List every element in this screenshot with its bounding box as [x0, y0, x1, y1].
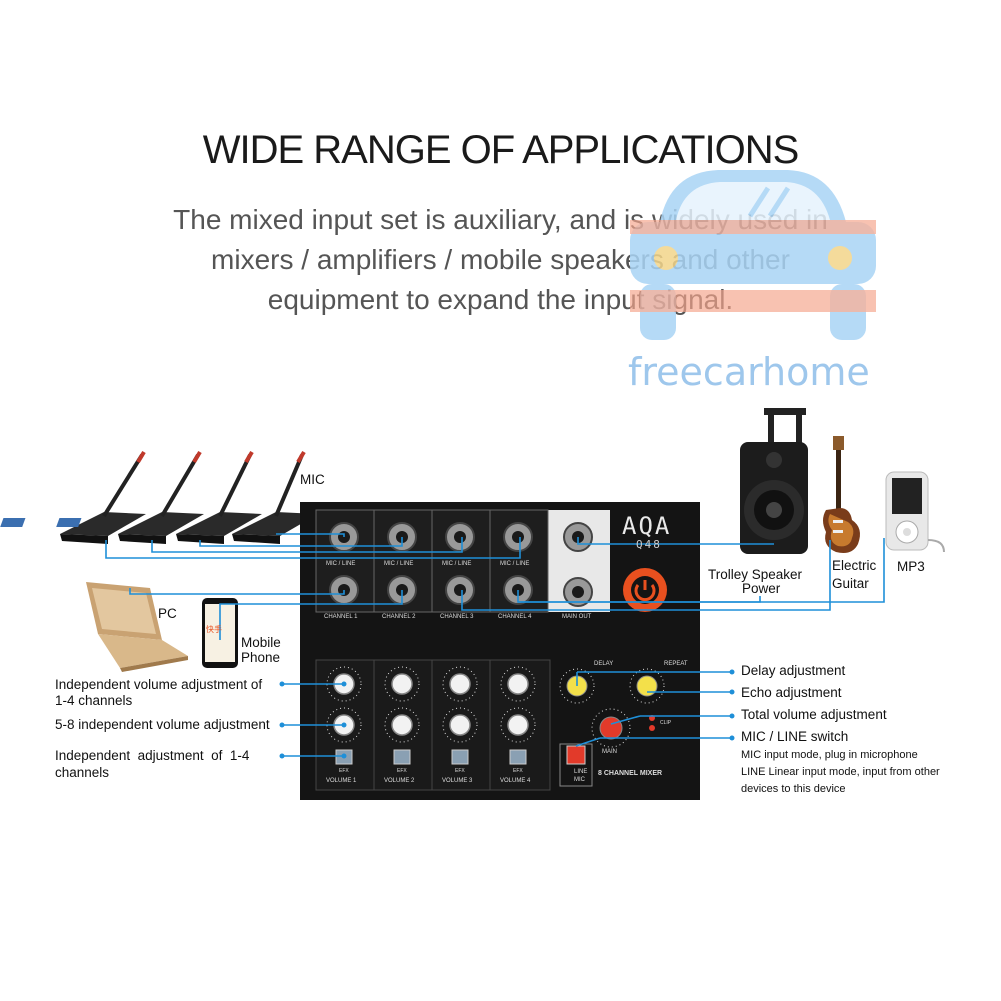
mp3-player-icon — [885, 471, 945, 553]
laptop-icon — [86, 582, 188, 672]
callout-delay: Delay adjustment — [741, 663, 846, 678]
watermark-text: freecarhome — [628, 350, 870, 394]
callout-total-volume: Total volume adjustment — [741, 707, 887, 722]
car-watermark-icon — [630, 170, 876, 340]
efx-label-2: EFX — [397, 768, 407, 774]
callout-volume-1-4-line1: Independent volume adjustment of — [55, 677, 263, 692]
mp3-label: MP3 — [897, 559, 925, 574]
volume-label-1: VOLUME 1 — [326, 778, 357, 784]
callout-volume-1-4-line2: 1-4 channels — [55, 693, 133, 708]
mixer-model: Q48 — [636, 538, 662, 551]
pc-label: PC — [158, 606, 177, 621]
channel-label-1: CHANNEL 1 — [324, 614, 358, 620]
clip-label: CLIP — [660, 720, 672, 726]
callout-volume-5-8: 5-8 independent volume adjustment — [55, 717, 270, 732]
callout-adjustment-1-4-line2: channels — [55, 765, 110, 780]
input-switch-label-3: MIC / LINE — [442, 561, 472, 567]
repeat-label: REPEAT — [664, 661, 688, 667]
mixer-footer-label: 8 CHANNEL MIXER — [598, 770, 663, 777]
main-out-label: MAIN OUT — [562, 614, 592, 620]
callout-line-mode-2: devices to this device — [741, 783, 846, 795]
efx-label-4: EFX — [513, 768, 523, 774]
efx-label-3: EFX — [455, 768, 465, 774]
volume-label-4: VOLUME 4 — [500, 778, 531, 784]
electric-guitar-icon — [823, 436, 860, 553]
page-title: WIDE RANGE OF APPLICATIONS — [202, 128, 800, 172]
callout-line-mode: LINE Linear input mode, input from other — [741, 766, 940, 778]
callout-echo: Echo adjustment — [741, 685, 842, 700]
mobile-label-1: Mobile — [241, 635, 281, 650]
conference-mics-icon — [0, 450, 318, 544]
input-switch-label-4: MIC / LINE — [500, 561, 530, 567]
guitar-label-2: Guitar — [832, 576, 869, 591]
channel-label-2: CHANNEL 2 — [382, 614, 416, 620]
delay-label: DELAY — [594, 661, 614, 667]
speaker-label-1: Trolley Speaker — [708, 567, 803, 582]
channel-label-4: CHANNEL 4 — [498, 614, 532, 620]
trolley-speaker-icon — [740, 408, 808, 554]
mobile-label-2: Phone — [241, 650, 281, 665]
line-label: LINE — [574, 769, 588, 775]
connection-diagram — [0, 408, 945, 800]
guitar-label-1: Electric — [832, 558, 877, 573]
callout-mic-mode: MIC input mode, plug in microphone — [741, 749, 918, 761]
channel-label-3: CHANNEL 3 — [440, 614, 474, 620]
volume-label-3: VOLUME 3 — [442, 778, 473, 784]
input-switch-label-2: MIC / LINE — [384, 561, 414, 567]
input-switch-label-1: MIC / LINE — [326, 561, 356, 567]
mic-mode-label: MIC — [574, 777, 585, 783]
speaker-label-2: Power — [742, 581, 781, 596]
phone-app-label: 快手 — [206, 625, 222, 634]
callout-mic-line-switch: MIC / LINE switch — [741, 729, 849, 744]
volume-label-2: VOLUME 2 — [384, 778, 415, 784]
efx-label-1: EFX — [339, 768, 349, 774]
mixer-brand: AQA — [622, 512, 672, 540]
callout-adjustment-1-4-line1: Independent adjustment of 1-4 — [55, 748, 250, 763]
connector-lines — [105, 533, 885, 757]
main-label: MAIN — [602, 749, 617, 755]
mic-label: MIC — [300, 472, 325, 487]
